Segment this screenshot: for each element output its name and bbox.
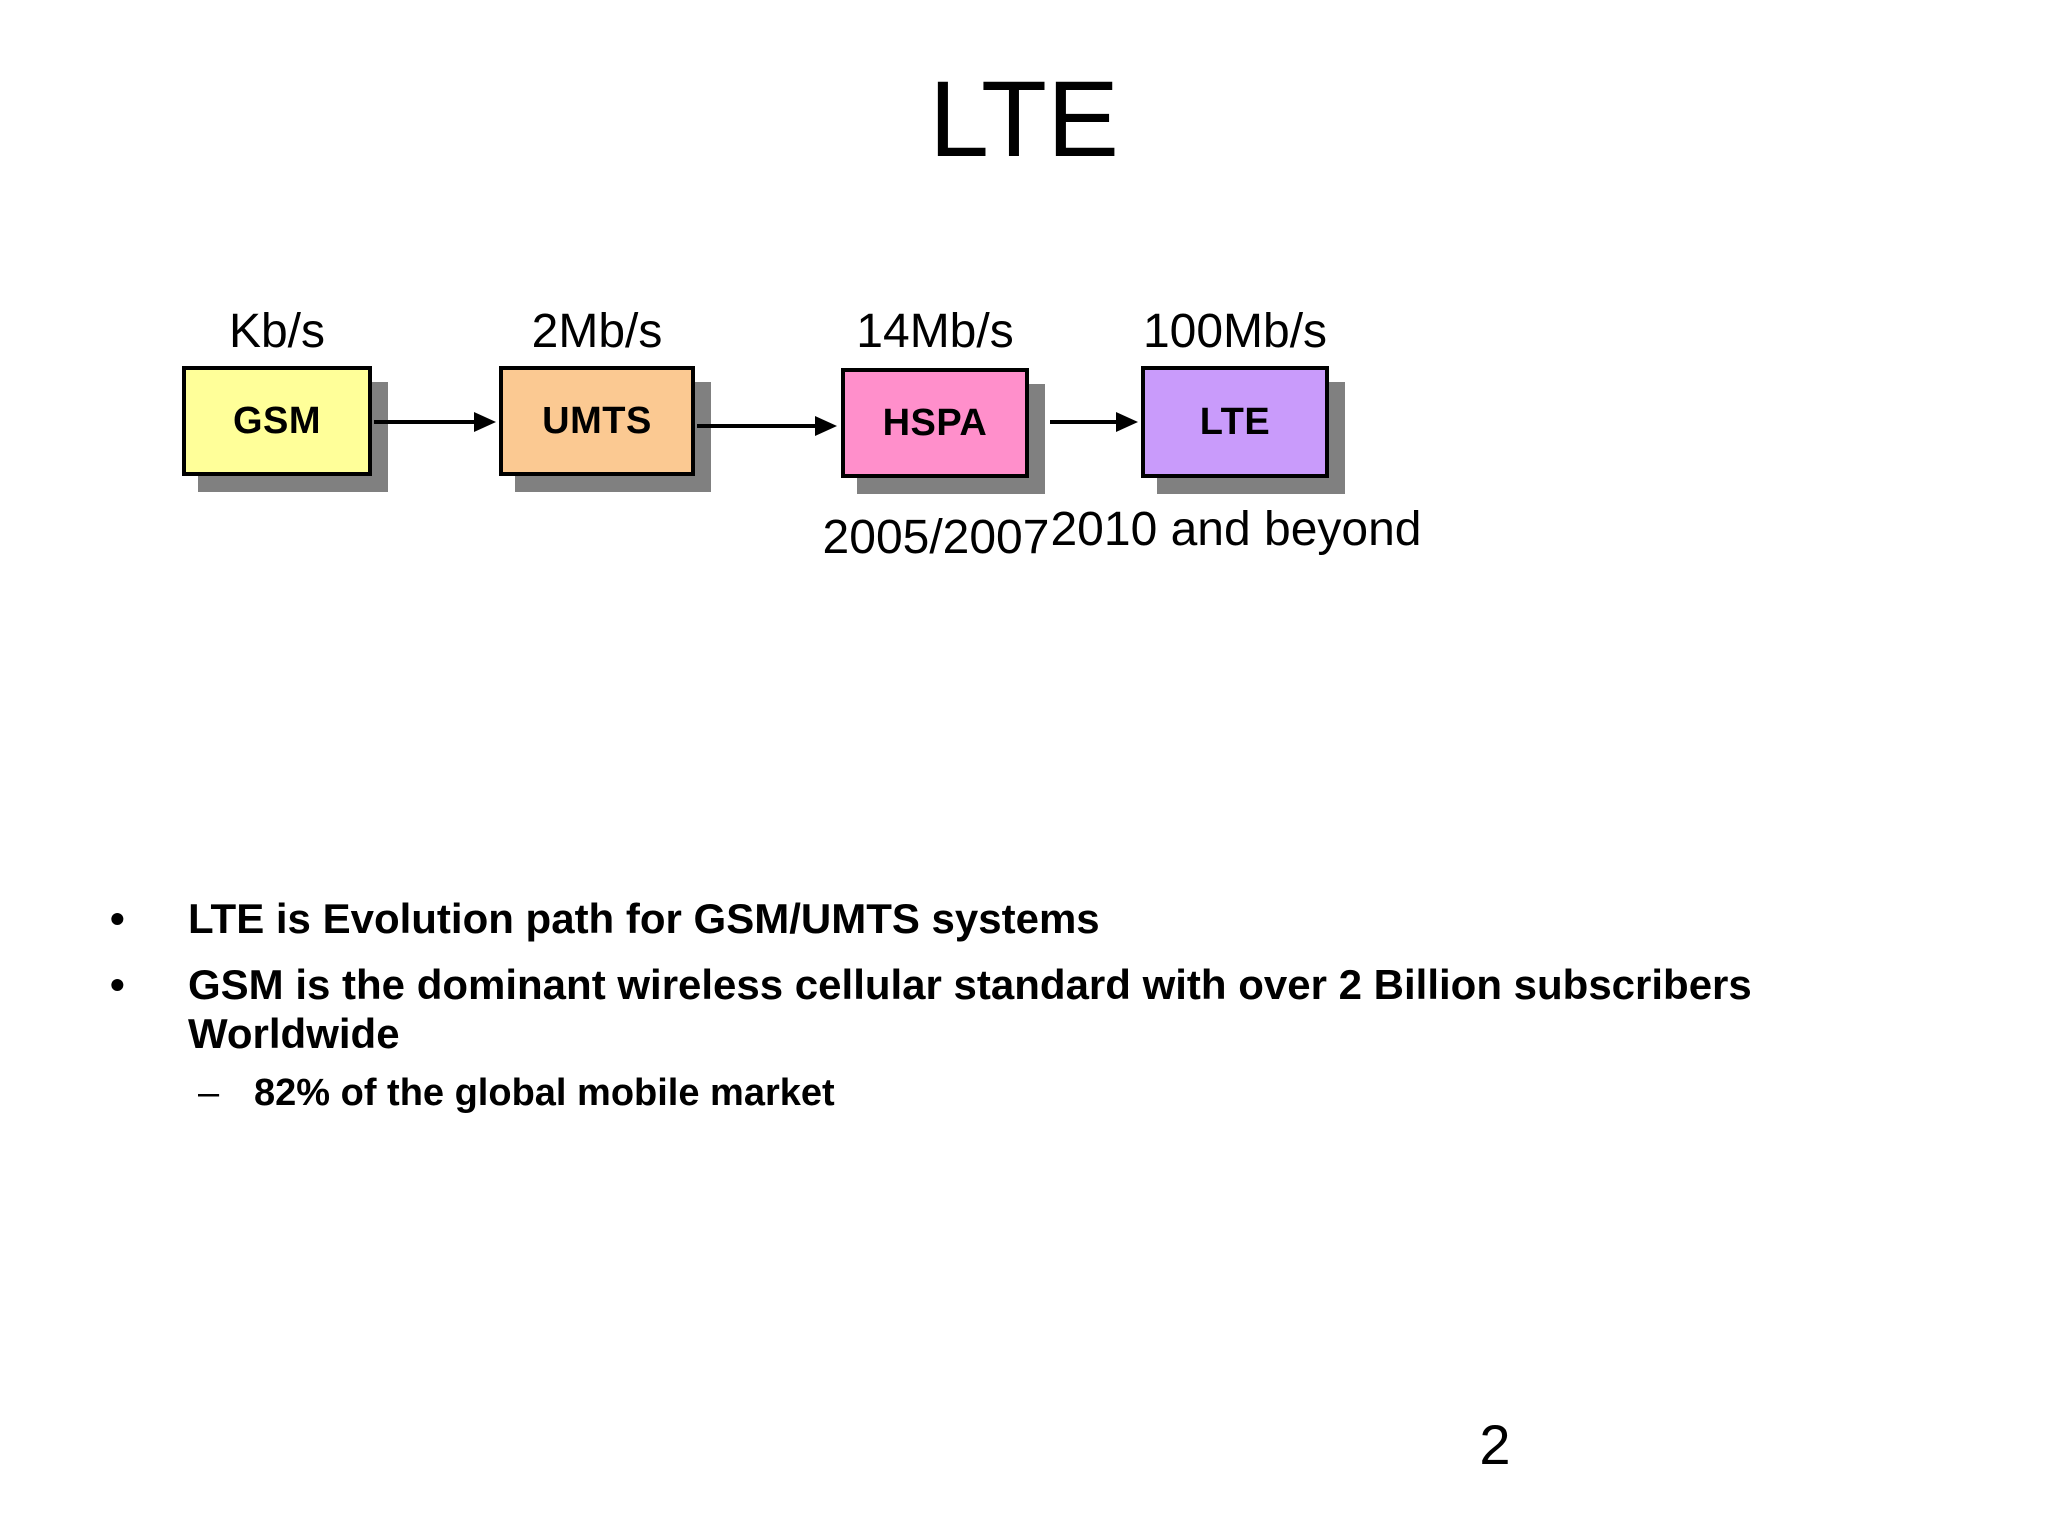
bullet-marker: • [110,895,125,942]
arrow-line [374,420,474,424]
diagram-stage-hspa: 14Mb/s HSPA 2005/2007 [823,308,1050,562]
arrow-head [1116,412,1138,432]
bullet-marker: • [110,961,125,1009]
arrow-gsm-to-umts [374,410,496,434]
stage-box-wrap: GSM [182,366,388,492]
stage-date-label: 2010 and beyond [1050,503,1422,556]
arrow-head [815,416,837,436]
stage-box-hspa[interactable]: HSPA [841,368,1029,478]
list-item: • LTE is Evolution path for GSM/UMTS sys… [110,895,1990,943]
stage-box-wrap: LTE [1141,366,1345,494]
stage-box-wrap: UMTS [499,366,711,492]
diagram-stage-gsm: Kb/s GSM [182,308,388,492]
stage-rate-label: 100Mb/s [1142,305,1328,358]
stage-box-label: HSPA [882,401,988,444]
stage-box-label: GSM [232,399,322,442]
stage-box-label: LTE [1199,400,1271,443]
bullet-text: 82% of the global mobile market [254,1071,835,1114]
arrow-umts-to-hspa [697,414,837,438]
page-title: LTE [928,58,1120,179]
evolution-diagram: Kb/s GSM 2Mb/s UMTS 14Mb/s HSPA 2005/200… [0,0,2048,760]
page-number: 2 [1479,1413,1511,1476]
stage-box-gsm[interactable]: GSM [182,366,372,476]
stage-rate-label: 14Mb/s [856,305,1014,358]
arrow-line [697,424,815,428]
diagram-stage-umts: 2Mb/s UMTS [499,308,711,492]
arrow-line [1050,420,1116,424]
stage-box-umts[interactable]: UMTS [499,366,695,476]
stage-date-label: 2005/2007 [822,511,1050,564]
stage-box-lte[interactable]: LTE [1141,366,1329,478]
list-item: – 82% of the global mobile market [110,1072,1990,1116]
bullet-text: LTE is Evolution path for GSM/UMTS syste… [188,895,1100,942]
stage-box-label: UMTS [542,399,652,442]
arrow-head [474,412,496,432]
stage-rate-label: Kb/s [228,305,326,358]
diagram-stage-lte: 100Mb/s LTE 2010 and beyond [1050,308,1421,554]
bullet-marker: – [198,1071,220,1114]
list-item: • GSM is the dominant wireless cellular … [110,961,1990,1058]
bullet-text: GSM is the dominant wireless cellular st… [188,961,1752,1057]
stage-rate-label: 2Mb/s [531,305,663,358]
bullet-list: • LTE is Evolution path for GSM/UMTS sys… [110,895,1990,1116]
stage-box-wrap: HSPA [841,368,1045,494]
arrow-hspa-to-lte [1050,410,1138,434]
